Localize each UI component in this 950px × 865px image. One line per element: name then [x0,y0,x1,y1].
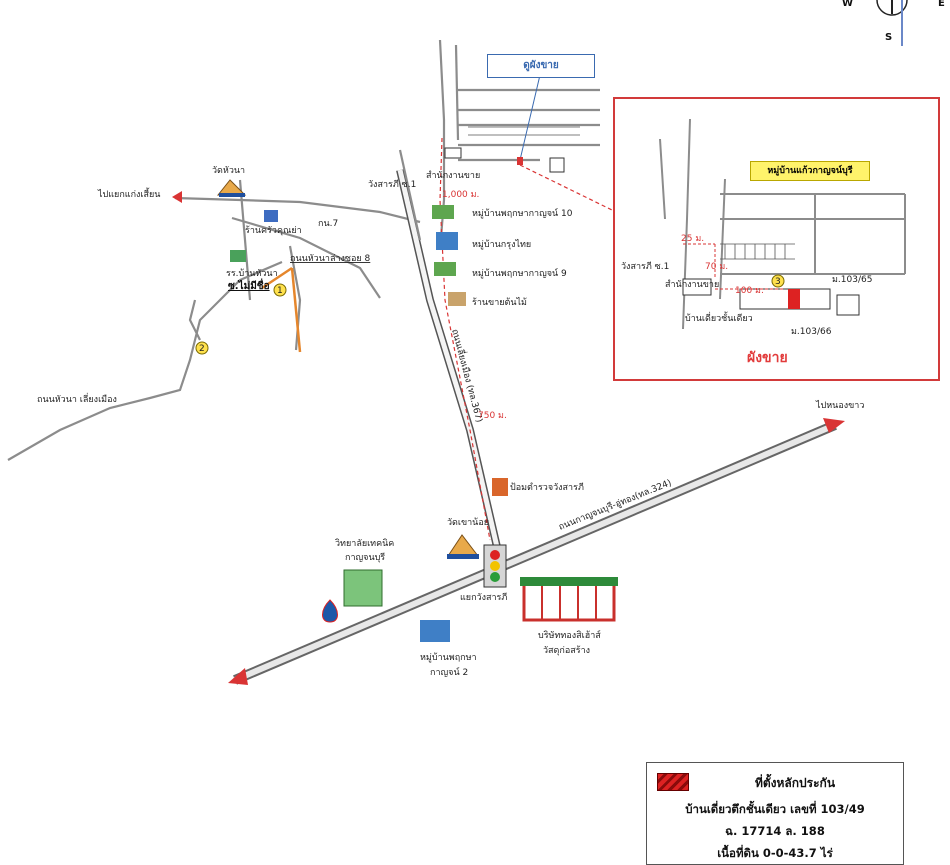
inset-title: ผังขาย [747,350,788,366]
arrow-kaeng-sian [172,191,182,203]
label-school-2: ซ.ไม่มีชื่อ [228,278,270,292]
label-school-1: รร.บ้านหัวนา [226,268,278,279]
label-hua-na-bypass: ถนนหัวนา เลี่ยงเมือง [37,392,117,405]
label-hua-na-lower-road: ถนนหัวนาล่างซอย 8 [290,254,371,264]
inset-lot-b: ม.103/66 [791,327,832,337]
college-icon [322,569,383,623]
company-building-icon [520,577,618,622]
temple-khao-noi-icon [447,534,480,559]
svg-text:2: 2 [199,344,205,354]
compass-s: S [885,32,892,43]
sales-plan-inset: 3 วังสารภี ซ.1 สำนักงานขาย 25 ม. 70 ม. 1… [613,97,940,381]
inset-gate-icon [836,294,860,316]
local-roads [7,39,600,461]
traffic-light-icon [483,544,507,588]
sell-plan-button[interactable]: ดูผังขาย [487,54,595,78]
label-wat-hua-na: วัดหัวนา [212,166,245,176]
lots-row [739,288,831,310]
compass-w: W [842,0,853,9]
label-village-2-2: กาญจน์ 2 [430,666,468,678]
inset-dist-70: 70 ม. [705,262,728,272]
label-kn7: กน.7 [318,219,338,229]
inset-sales-office: สำนักงานขาย [665,279,719,290]
collateral-lot [788,289,800,309]
inset-house-label: บ้านเดี่ยวชั้นเดียว [685,311,753,324]
legend-line2: ฉ. 17714 ล. 188 [725,824,825,838]
highway-324 [228,418,845,685]
label-village-10: หมู่บ้านพฤกษากาญจน์ 10 [472,207,573,219]
label-sales-office: สำนักงานขาย [426,170,480,181]
label-dist-1000: 1,000 ม. [442,190,479,200]
lot-rows [468,126,580,136]
inset-map: 3 วังสารภี ซ.1 สำนักงานขาย 25 ม. 70 ม. 1… [621,118,906,337]
inset-wang-sarapee-1: วังสารภี ซ.1 [621,261,669,272]
label-company-2: วัสดุก่อสร้าง [543,645,590,656]
label-village-9: หมู่บ้านพฤกษากาญจน์ 9 [472,267,567,279]
legend-title: ที่ตั้งหลักประกัน [754,776,836,790]
collateral-marker-icon [517,157,523,165]
collateral-legend: ที่ตั้งหลักประกัน บ้านเดี่ยวตึกชั้นเดียว… [646,762,904,865]
village-9-icon [434,262,456,276]
inset-village-label: หมู่บ้านแก้วกาญจน์บุรี [750,161,870,181]
label-to-nong-khao: ไปหนองขาว [815,400,864,411]
label-company-1: บริษัททองสิเฮ้าส์ [538,629,601,641]
village-10-icon [432,205,454,219]
label-junction: แยกวังสารภี [460,592,507,603]
inset-dist-100: 100 ม. [735,286,764,296]
marker-2: 2 [195,341,209,355]
police-box-icon [492,478,508,496]
marker-1: 1 [273,283,287,297]
inset-lot-a: ม.103/65 [832,275,872,285]
school-icon [230,250,246,262]
soi-roads [261,266,302,353]
label-college-1: วิทยาลัยเทคนิค [335,538,394,549]
label-village-krungthai: หมู่บ้านกรุงไทย [472,239,531,250]
gate-icon [549,157,565,173]
label-to-kaeng-sian: ไปแยกแก่งเสี้ยน [97,187,160,200]
svg-text:3: 3 [775,277,781,287]
route-dashed [439,137,613,541]
legend-line1: บ้านเดี่ยวตึกชั้นเดียว เลขที่ 103/49 [685,802,865,816]
temple-icon [216,179,247,197]
plant-shop-icon [448,292,466,306]
label-wang-sarapee-1: วังสารภี ซ.1 [368,179,416,190]
svg-text:1: 1 [277,286,283,296]
village-krungthai-icon [436,232,458,250]
label-police-box: ป้อมตำรวจวังสารภี [510,482,584,493]
label-college-2: กาญจนบุรี [345,552,385,563]
village-2-icon [420,620,450,642]
label-wat-khao-noi: วัดเขาน้อย [447,517,489,528]
restaurant-icon [264,210,278,222]
sales-office-icon [444,147,462,159]
label-village-2-1: หมู่บ้านพฤกษา [420,652,477,663]
highway-367 [396,149,504,561]
label-plant-shop: ร้านขายต้นไม้ [472,297,527,308]
compass: W E S [842,0,945,46]
legend-line3: เนื้อที่ดิน 0-0-43.7 ไร่ [717,846,833,860]
inset-dist-25: 25 ม. [681,234,704,244]
label-restaurant: ร้านครัวคุณย่า [245,225,302,236]
compass-e: E [938,0,945,9]
collateral-swatch [657,773,689,791]
inset-sales-office-icon [682,278,712,296]
label-dist-750: 750 ม. [478,411,507,421]
